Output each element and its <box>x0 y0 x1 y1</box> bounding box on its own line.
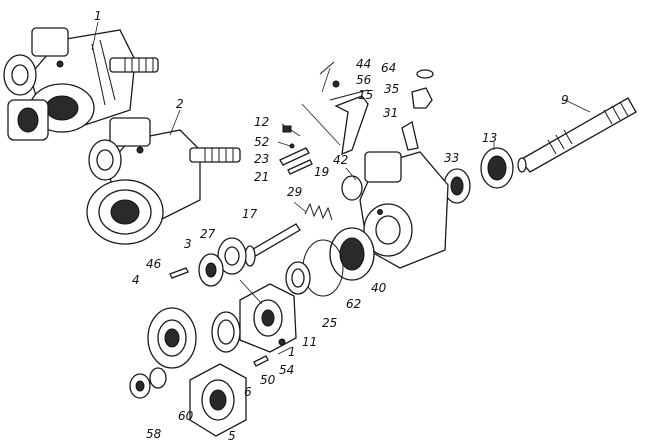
callout-54: 54 <box>279 363 294 377</box>
assembly-2-power-take-off <box>86 117 241 245</box>
part-3-gear <box>198 253 224 287</box>
callout-19: 19 <box>314 165 329 179</box>
callout-58: 58 <box>146 427 162 441</box>
callout-12: 12 <box>254 115 269 129</box>
callout-33: 33 <box>444 151 459 165</box>
callout-15: 15 <box>358 88 373 102</box>
callout-4: 4 <box>132 273 140 287</box>
callout-35: 35 <box>384 82 399 96</box>
part-31-sensor <box>401 120 419 151</box>
part-29-spring <box>304 202 333 221</box>
callout-5: 5 <box>228 429 236 443</box>
part-46-bolt <box>169 267 189 279</box>
part-58-nut <box>129 373 151 399</box>
leader-lines <box>91 21 591 355</box>
part-40-bearing <box>329 227 375 281</box>
part-25-ring <box>285 261 311 295</box>
callout-13: 13 <box>482 131 497 145</box>
part-64-washer <box>416 69 434 79</box>
part-23-21-pins <box>279 147 313 175</box>
part-60-washer <box>149 367 167 389</box>
part-5-cover-plate <box>189 363 247 437</box>
part-44-56-bolt <box>319 61 340 88</box>
callout-52: 52 <box>254 135 269 149</box>
callout-21: 21 <box>254 170 269 184</box>
callout-27: 27 <box>200 227 216 241</box>
callout-9: 9 <box>561 93 569 107</box>
callout-31: 31 <box>383 106 398 120</box>
part-33-bearing <box>443 168 471 204</box>
part-15-shift-fork <box>329 89 369 156</box>
callout-25: 25 <box>322 316 337 330</box>
callout-62: 62 <box>346 297 361 311</box>
part-35-cap <box>411 87 433 109</box>
callout-labels: 1 2 44 56 64 15 35 9 12 52 31 42 13 33 2… <box>94 9 569 443</box>
part-12-52-fasteners <box>282 125 295 149</box>
callout-2: 2 <box>176 97 184 111</box>
callout-17: 17 <box>242 207 258 221</box>
part-19-housing <box>341 151 449 269</box>
callout-6: 6 <box>244 385 252 399</box>
part-9-splined-shaft <box>517 97 637 173</box>
callout-46: 46 <box>146 257 162 271</box>
callout-29: 29 <box>287 185 302 199</box>
callout-64: 64 <box>381 61 396 75</box>
callout-11: 11 <box>302 335 317 349</box>
part-6-seal <box>211 311 241 353</box>
part-17-rod <box>244 223 301 267</box>
part-11-cover <box>239 283 297 353</box>
callout-60: 60 <box>178 409 194 423</box>
callout-1-top: 1 <box>94 9 102 23</box>
callout-44: 44 <box>356 57 371 71</box>
callout-3: 3 <box>184 237 192 251</box>
callout-42: 42 <box>333 153 348 167</box>
callout-40: 40 <box>371 281 387 295</box>
callout-1-bottom: 1 <box>288 345 296 359</box>
part-50-bolt <box>253 355 269 367</box>
assembly-1-power-take-off <box>3 27 159 141</box>
part-13-bearing <box>480 147 514 189</box>
part-27-flange <box>217 237 247 275</box>
callout-23: 23 <box>254 152 269 166</box>
part-4-flange <box>147 307 197 369</box>
callout-50: 50 <box>260 373 276 387</box>
callout-56: 56 <box>356 73 372 87</box>
